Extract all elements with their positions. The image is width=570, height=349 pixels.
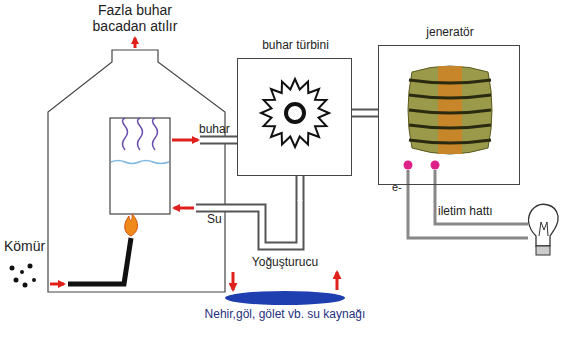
condenser-pipe: [196, 199, 300, 246]
light-bulb: [529, 204, 559, 255]
terminal: [431, 161, 440, 170]
transmission-wires: [408, 170, 528, 238]
node-label: Nehir,göl, gölet vb. su kaynağı: [185, 308, 385, 322]
turbine-hub: [286, 104, 304, 122]
flow-arrow: [233, 272, 234, 290]
condenser: Yoğuşturucu: [226, 200, 344, 272]
water-label: Su: [207, 213, 227, 227]
boiler-building: [48, 50, 225, 292]
node-label: jeneratör: [359, 26, 541, 40]
line-label: iletim hattı: [438, 205, 518, 219]
pipe-connector: [300, 175, 301, 201]
steam-lines: [123, 118, 158, 150]
boiler-tank: [110, 118, 170, 214]
generator-box: jeneratör: [378, 45, 520, 185]
generator-coil: [408, 66, 492, 154]
flame: [125, 214, 138, 236]
coal-pieces: [10, 264, 37, 288]
flow-arrow: [337, 272, 338, 290]
steam-pipe: [200, 140, 238, 141]
water-arrow: [174, 207, 194, 210]
water-source: Nehir,göl, gölet vb. su kaynağı: [205, 290, 365, 346]
turbine-box: buhar türbini: [237, 58, 352, 176]
node-label: buhar türbini: [218, 39, 373, 53]
water-level: [111, 161, 169, 164]
chimney-note: Fazla buhar bacadan atılır: [70, 2, 200, 34]
smoke-arrow: [134, 38, 137, 48]
coal-pipe: [68, 238, 131, 284]
steam-arrow: [172, 139, 198, 142]
coal-label: Kömür: [4, 238, 54, 254]
water-ellipse: [205, 290, 365, 306]
electron-label: e-: [392, 181, 406, 194]
turbine-gear: [261, 79, 329, 147]
steam-label: buhar: [199, 123, 239, 137]
pipe-connector: [351, 113, 379, 114]
terminal: [404, 161, 413, 170]
coal-arrow: [50, 283, 64, 286]
node-label: Yoğuşturucu: [206, 256, 364, 270]
